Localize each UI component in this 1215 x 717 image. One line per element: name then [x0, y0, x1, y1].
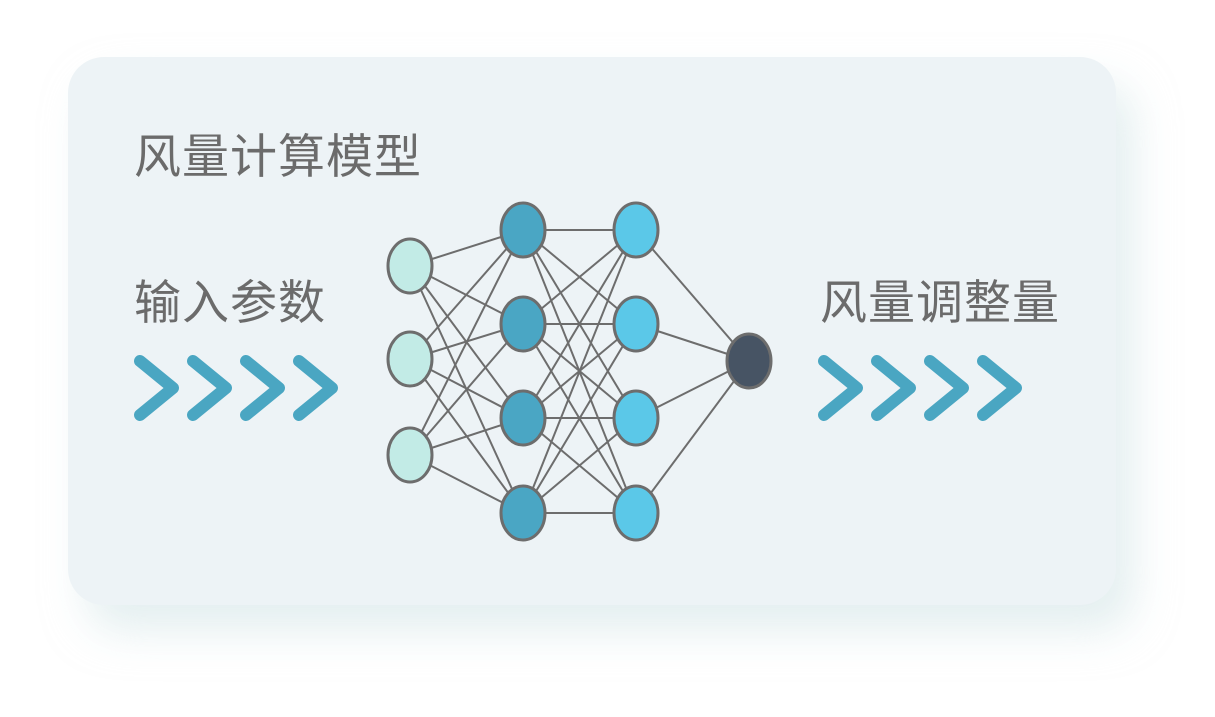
- edge-l0-n2-to-n1: [409, 323, 524, 456]
- output-chevron-icon-3: [924, 355, 969, 421]
- hidden-1-node-2: [499, 295, 547, 353]
- output-label: 风量调整量: [820, 276, 1060, 331]
- hidden-2-node-2: [612, 295, 660, 353]
- input-chevron-arrows: [134, 355, 338, 421]
- output-chevron-icon-4: [977, 355, 1022, 421]
- model-title: 风量计算模型: [134, 130, 422, 185]
- edge-l0-n1-to-n0: [409, 229, 524, 360]
- output-node-1: [725, 332, 773, 390]
- output-chevron-arrows: [818, 355, 1022, 421]
- hidden-2-node-3: [612, 389, 660, 447]
- output-chevron-icon-1: [818, 355, 863, 421]
- edge-l1-n3-to-n0: [522, 229, 637, 514]
- hidden-1-node-1: [499, 201, 547, 259]
- input-node-3: [386, 426, 434, 484]
- input-chevron-icon-3: [240, 355, 285, 421]
- hidden-2-node-4: [612, 484, 660, 542]
- output-chevron-icon-2: [871, 355, 916, 421]
- input-label: 输入参数: [134, 276, 326, 331]
- edge-l2-n3-to-n0: [635, 360, 750, 514]
- input-chevron-icon-4: [293, 355, 338, 421]
- hidden-2-node-1: [612, 201, 660, 259]
- input-chevron-icon-2: [187, 355, 232, 421]
- edge-l2-n0-to-n0: [635, 229, 750, 362]
- edge-l1-n3-to-n1: [522, 323, 637, 514]
- input-node-2: [386, 330, 434, 388]
- hidden-1-node-3: [499, 389, 547, 447]
- edge-l0-n2-to-n0: [409, 229, 524, 456]
- network-nodes: [386, 201, 773, 542]
- input-chevron-icon-1: [134, 355, 179, 421]
- edge-l1-n2-to-n0: [522, 229, 637, 419]
- hidden-1-node-4: [499, 484, 547, 542]
- input-node-1: [386, 237, 434, 295]
- network-edges: [409, 229, 750, 514]
